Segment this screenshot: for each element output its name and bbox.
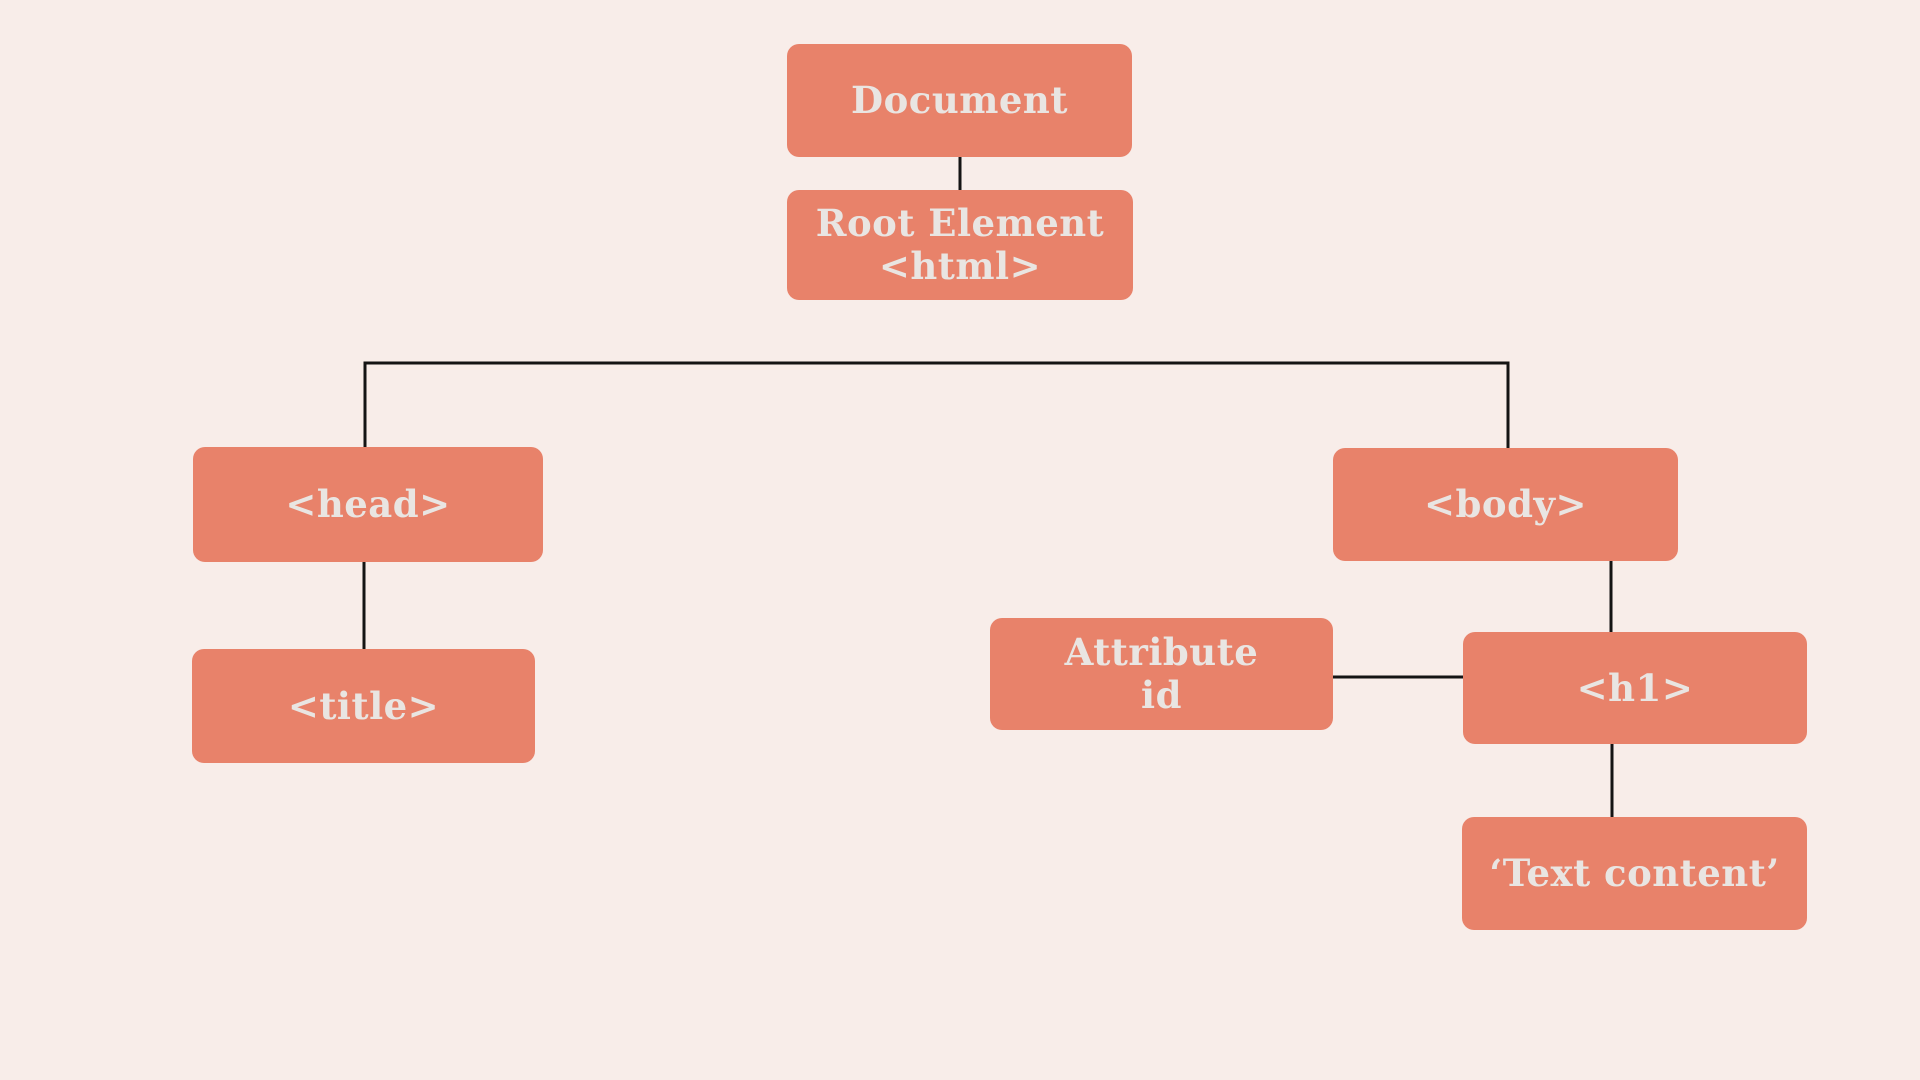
node-title-label: <title> [287,683,440,728]
node-document-label: Document [851,78,1068,123]
node-text-content: ‘Text content’ [1462,817,1807,930]
node-head: <head> [193,447,543,562]
node-root-element-html-label: Root Element <html> [815,201,1105,288]
node-root-element-html: Root Element <html> [787,190,1133,300]
node-head-label: <head> [285,482,451,527]
node-attribute-id-label: Attribute id [1064,630,1259,717]
node-document: Document [787,44,1132,157]
node-body: <body> [1333,448,1678,561]
node-body-label: <body> [1424,482,1587,527]
node-title: <title> [192,649,535,763]
node-attribute-id: Attribute id [990,618,1333,730]
node-h1-label: <h1> [1576,665,1694,710]
node-h1: <h1> [1463,632,1807,744]
node-text-content-label: ‘Text content’ [1489,851,1780,896]
connector-root-branch [363,361,1510,448]
